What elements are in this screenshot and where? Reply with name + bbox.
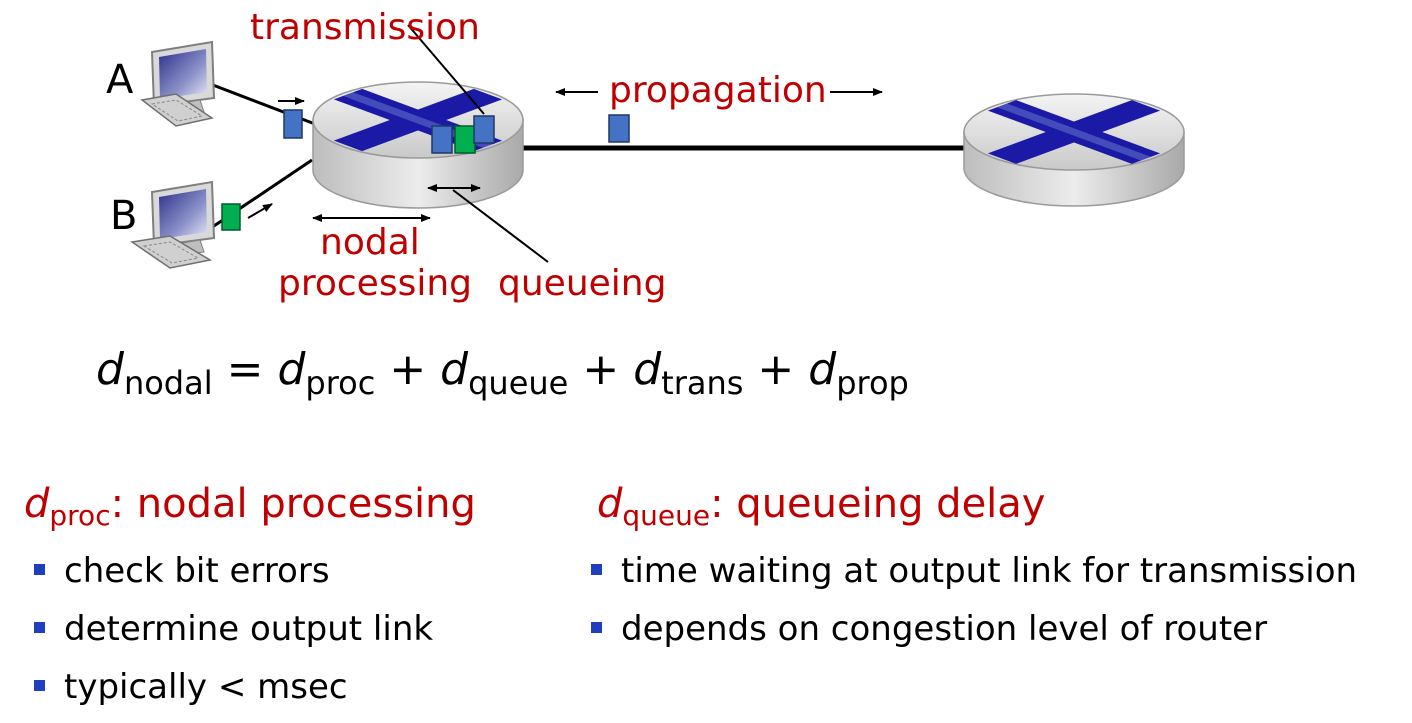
eq-d: d: [440, 344, 469, 395]
eq-d: d: [96, 344, 124, 395]
packet-arrow-b: [247, 203, 273, 219]
list-item: depends on congestion level of router: [581, 600, 1357, 658]
computer-icon-b: [130, 180, 216, 269]
packet-queued-2: [454, 125, 476, 154]
router-x-icon: [987, 100, 1161, 164]
host-b-label: B: [110, 193, 138, 239]
eq-equals: =: [212, 344, 278, 395]
proc-delay-section: dproc: nodal processing check bit errors…: [24, 484, 476, 716]
queue-d: d: [597, 481, 623, 527]
list-item: typically < msec: [24, 658, 476, 716]
packet-incoming-a: [283, 109, 303, 139]
nodal-label-line2: processing: [278, 263, 473, 304]
bullet-icon: [34, 622, 45, 633]
eq-sub-prop: prop: [836, 364, 909, 402]
computer-icon-a: [140, 40, 216, 127]
nodal-label-line1: nodal: [320, 222, 420, 263]
eq-sub-queue: queue: [468, 364, 569, 402]
eq-plus: +: [375, 344, 441, 395]
list-item: time waiting at output link for transmis…: [581, 542, 1357, 600]
proc-d: d: [24, 481, 50, 527]
packet-queued-1: [431, 125, 453, 154]
transmission-pointer: [407, 24, 485, 115]
proc-delay-heading: dproc: nodal processing: [24, 484, 476, 530]
transmission-label: transmission: [250, 7, 480, 48]
queue-delay-list: time waiting at output link for transmis…: [581, 542, 1357, 658]
packet-incoming-b: [221, 203, 241, 231]
router-2: [963, 93, 1185, 207]
queue-delay-heading: dqueue: queueing delay: [581, 484, 1357, 530]
eq-plus: +: [743, 344, 809, 395]
queue-sub: queue: [622, 499, 711, 532]
list-item-text: check bit errors: [64, 551, 330, 591]
queue-delay-section: dqueue: queueing delay time waiting at o…: [581, 484, 1357, 658]
list-item: determine output link: [24, 600, 476, 658]
packet-propagating: [608, 114, 630, 143]
bullet-icon: [591, 564, 602, 575]
host-a-label: A: [106, 57, 134, 103]
bullet-icon: [34, 680, 45, 691]
bullet-icon: [591, 622, 602, 633]
proc-delay-list: check bit errors determine output link t…: [24, 542, 476, 716]
list-item-text: time waiting at output link for transmis…: [621, 551, 1358, 591]
list-item-text: depends on congestion level of router: [621, 609, 1268, 649]
link-b-router: [204, 158, 313, 234]
bullet-icon: [34, 564, 45, 575]
queue-title: : queueing delay: [710, 481, 1046, 527]
eq-sub-proc: proc: [305, 364, 376, 402]
propagation-label: propagation: [609, 70, 827, 111]
proc-sub: proc: [49, 499, 111, 532]
delay-equation: dnodal = dproc + dqueue + dtrans + dprop: [96, 348, 909, 402]
eq-d: d: [808, 344, 837, 395]
eq-sub-trans: trans: [661, 364, 744, 402]
queueing-label: queueing: [498, 263, 667, 304]
eq-plus: +: [568, 344, 634, 395]
eq-sub-nodal: nodal: [123, 364, 213, 402]
router-1: [312, 81, 524, 209]
eq-d: d: [277, 344, 306, 395]
list-item: check bit errors: [24, 542, 476, 600]
proc-title: : nodal processing: [110, 481, 476, 527]
queueing-pointer: [452, 189, 549, 263]
eq-d: d: [633, 344, 662, 395]
list-item-text: typically < msec: [64, 667, 348, 707]
packet-transmitting: [473, 115, 495, 144]
list-item-text: determine output link: [64, 609, 434, 649]
